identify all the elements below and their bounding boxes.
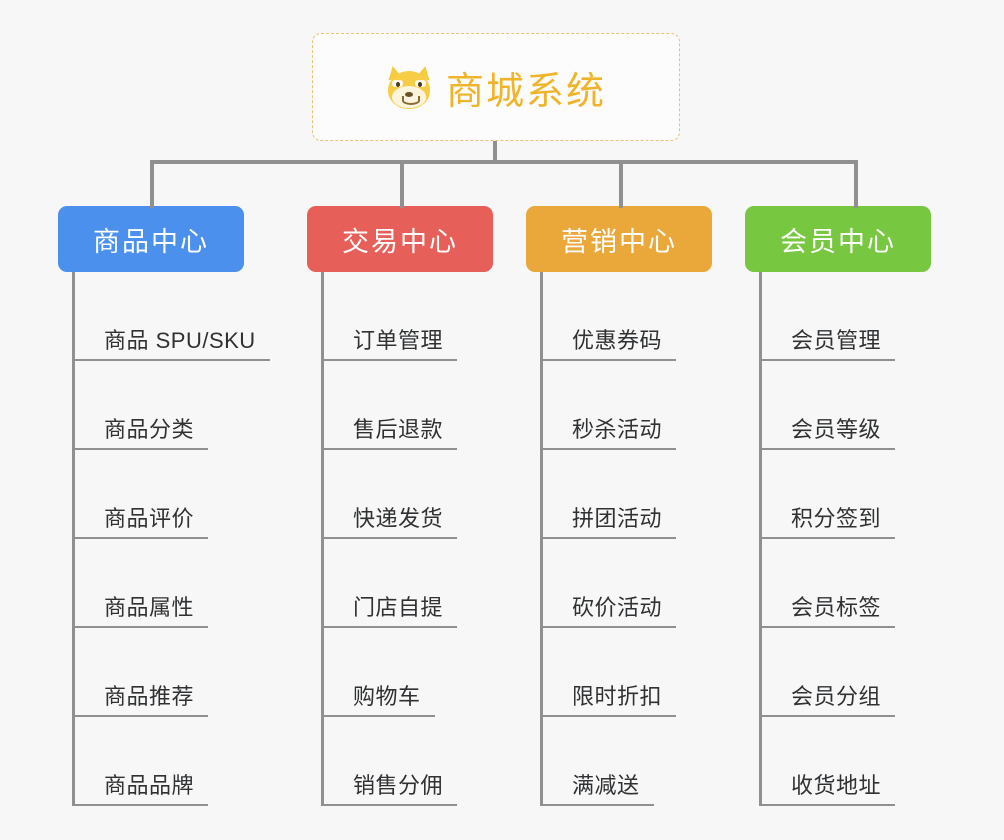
list-item[interactable]: 商品 SPU/SKU: [58, 272, 270, 361]
list-item[interactable]: 秒杀活动: [526, 361, 712, 450]
list-item-label: 购物车: [321, 679, 435, 717]
category-column-4: 会员中心会员管理会员等级积分签到会员标签会员分组收货地址: [745, 206, 931, 806]
category-column-3: 营销中心优惠券码秒杀活动拼团活动砍价活动限时折扣满减送: [526, 206, 712, 806]
connector-spine-1: [72, 272, 75, 806]
connector-horizontal-bar: [150, 160, 858, 164]
list-item-label: 商品推荐: [72, 679, 209, 717]
list-item-label: 快递发货: [321, 501, 458, 539]
connector-spine-4: [759, 272, 762, 806]
list-item-label: 销售分佣: [321, 768, 458, 806]
list-item-label: 砍价活动: [540, 590, 677, 628]
list-item[interactable]: 订单管理: [307, 272, 493, 361]
list-item[interactable]: 满减送: [526, 717, 712, 806]
category-header-1[interactable]: 商品中心: [58, 206, 244, 272]
list-item[interactable]: 售后退款: [307, 361, 493, 450]
list-item[interactable]: 商品品牌: [58, 717, 244, 806]
list-item-label: 会员标签: [759, 590, 896, 628]
connector-drop-2: [400, 160, 404, 208]
list-item[interactable]: 商品属性: [58, 539, 244, 628]
list-item[interactable]: 会员等级: [745, 361, 931, 450]
list-item[interactable]: 会员管理: [745, 272, 931, 361]
list-item[interactable]: 优惠券码: [526, 272, 712, 361]
category-item-list-3: 优惠券码秒杀活动拼团活动砍价活动限时折扣满减送: [526, 272, 712, 806]
list-item[interactable]: 积分签到: [745, 450, 931, 539]
list-item-label: 优惠券码: [540, 323, 677, 361]
list-item-label: 商品 SPU/SKU: [72, 323, 270, 361]
list-item[interactable]: 砍价活动: [526, 539, 712, 628]
list-item-label: 会员管理: [759, 323, 896, 361]
list-item[interactable]: 会员分组: [745, 628, 931, 717]
connector-drop-3: [619, 160, 623, 208]
category-column-1: 商品中心商品 SPU/SKU 商品分类商品评价商品属性商品推荐商品品牌: [58, 206, 270, 806]
list-item-label: 会员等级: [759, 412, 896, 450]
list-item-label: 秒杀活动: [540, 412, 677, 450]
list-item-label: 订单管理: [321, 323, 458, 361]
list-item-label: 商品评价: [72, 501, 209, 539]
list-item[interactable]: 会员标签: [745, 539, 931, 628]
root-title: 商城系统: [445, 70, 606, 113]
category-item-list-4: 会员管理会员等级积分签到会员标签会员分组收货地址: [745, 272, 931, 806]
list-item-label: 商品品牌: [72, 768, 209, 806]
category-header-4[interactable]: 会员中心: [745, 206, 931, 272]
list-item[interactable]: 限时折扣: [526, 628, 712, 717]
connector-drop-4: [854, 160, 858, 208]
connector-drop-1: [150, 160, 154, 208]
list-item-label: 门店自提: [321, 590, 458, 628]
list-item[interactable]: 拼团活动: [526, 450, 712, 539]
list-item-label: 满减送: [540, 768, 654, 806]
root-node[interactable]: 商城系统: [312, 33, 680, 141]
category-item-list-2: 订单管理售后退款快递发货门店自提购物车销售分佣: [307, 272, 493, 806]
list-item[interactable]: 快递发货: [307, 450, 493, 539]
list-item[interactable]: 收货地址: [745, 717, 931, 806]
category-column-2: 交易中心订单管理售后退款快递发货门店自提购物车销售分佣: [307, 206, 493, 806]
list-item-label: 商品分类: [72, 412, 209, 450]
list-item-label: 商品属性: [72, 590, 209, 628]
category-item-list-1: 商品 SPU/SKU 商品分类商品评价商品属性商品推荐商品品牌: [58, 272, 270, 806]
list-item-label: 积分签到: [759, 501, 896, 539]
connector-spine-2: [321, 272, 324, 806]
category-header-2[interactable]: 交易中心: [307, 206, 493, 272]
list-item-label: 收货地址: [759, 768, 896, 806]
list-item-label: 售后退款: [321, 412, 458, 450]
shiba-inu-icon: [385, 64, 433, 110]
connector-root-stem: [493, 141, 497, 163]
list-item[interactable]: 购物车: [307, 628, 493, 717]
list-item-label: 会员分组: [759, 679, 896, 717]
connector-spine-3: [540, 272, 543, 806]
list-item[interactable]: 销售分佣: [307, 717, 493, 806]
list-item[interactable]: 商品分类: [58, 361, 244, 450]
list-item[interactable]: 门店自提: [307, 539, 493, 628]
list-item[interactable]: 商品评价: [58, 450, 244, 539]
list-item-label: 限时折扣: [540, 679, 677, 717]
list-item[interactable]: 商品推荐: [58, 628, 244, 717]
list-item-label: 拼团活动: [540, 501, 677, 539]
category-header-3[interactable]: 营销中心: [526, 206, 712, 272]
